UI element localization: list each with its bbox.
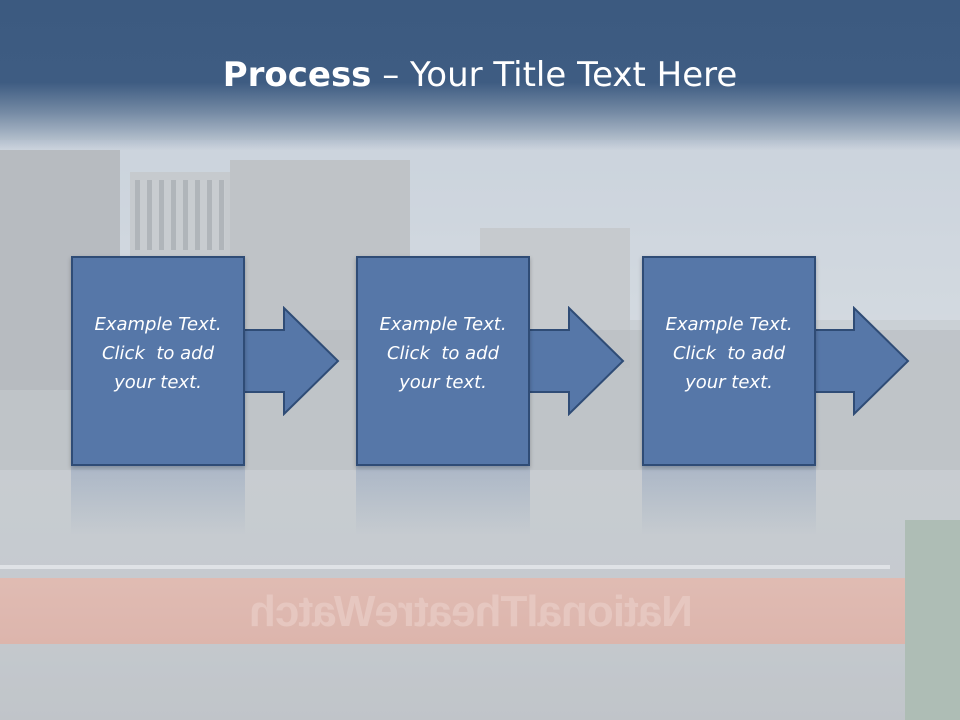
process-step-1[interactable]: Example Text. Click to add your text. — [71, 256, 245, 466]
process-step-2[interactable]: Example Text. Click to add your text. — [356, 256, 530, 466]
step-reflection — [642, 466, 816, 536]
step-reflection — [71, 466, 245, 536]
grass — [905, 520, 960, 720]
process-step-text: Example Text. Click to add your text. — [73, 310, 243, 397]
step-reflection — [356, 466, 530, 536]
process-step-text: Example Text. Click to add your text. — [644, 310, 814, 397]
arrow-icon — [527, 306, 625, 416]
theatre-sign — [0, 578, 912, 644]
title-bold: Process — [222, 55, 372, 95]
step-line: your text. — [399, 372, 487, 393]
building-windows — [135, 180, 225, 250]
title-rest: – Your Title Text Here — [371, 55, 738, 95]
step-line: Click to add — [101, 343, 214, 364]
railing — [0, 565, 890, 569]
step-line: Click to add — [672, 343, 785, 364]
arrow-icon — [242, 306, 340, 416]
process-step-3[interactable]: Example Text. Click to add your text. — [642, 256, 816, 466]
step-line: your text. — [685, 372, 773, 393]
step-line: Click to add — [386, 343, 499, 364]
step-line: Example Text. — [94, 314, 222, 335]
slide-title[interactable]: Process – Your Title Text Here — [0, 55, 960, 95]
step-line: Example Text. — [665, 314, 793, 335]
title-bar — [0, 0, 960, 150]
process-step-text: Example Text. Click to add your text. — [358, 310, 528, 397]
step-line: your text. — [114, 372, 202, 393]
arrow-icon — [812, 306, 910, 416]
step-line: Example Text. — [379, 314, 507, 335]
